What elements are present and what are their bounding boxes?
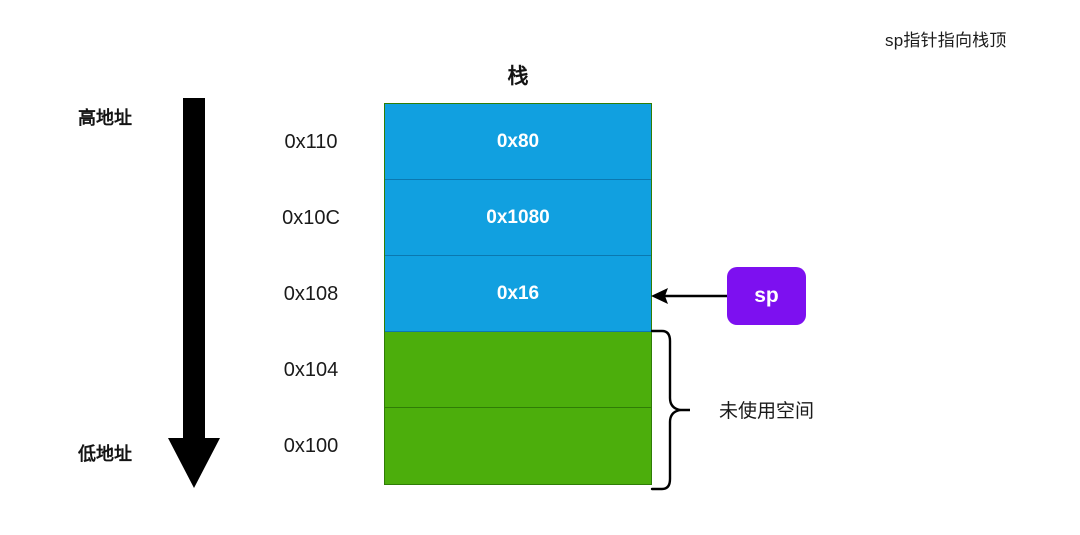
- address-direction-down-arrow: [162, 98, 226, 490]
- unused-space-brace: [650, 328, 692, 492]
- high-address-label: 高地址: [78, 108, 132, 128]
- stack-cell-used: 0x80: [385, 104, 651, 180]
- stack-cell-unused: [385, 332, 651, 408]
- address-column: 0x110 0x10C 0x108 0x104 0x100: [255, 104, 367, 484]
- stack-cell-unused: [385, 408, 651, 484]
- address-cell: 0x10C: [282, 207, 340, 229]
- low-address-label: 低地址: [78, 444, 132, 464]
- stack-cell-used: 0x16: [385, 256, 651, 332]
- stack-title: 栈: [507, 65, 529, 88]
- sp-pointer-arrow-icon: [648, 282, 732, 310]
- sp-pointer-note: sp指针指向栈顶: [885, 31, 1007, 50]
- address-cell: 0x110: [284, 131, 338, 153]
- sp-pointer-box[interactable]: sp: [727, 267, 806, 325]
- address-cell: 0x108: [283, 283, 339, 305]
- address-cell: 0x100: [283, 435, 339, 457]
- sp-pointer-label: sp: [754, 284, 779, 307]
- address-cell: 0x104: [283, 359, 339, 381]
- stack-table: 0x80 0x1080 0x16: [384, 103, 652, 485]
- stack-cell-used: 0x1080: [385, 180, 651, 256]
- unused-space-label: 未使用空间: [719, 401, 815, 422]
